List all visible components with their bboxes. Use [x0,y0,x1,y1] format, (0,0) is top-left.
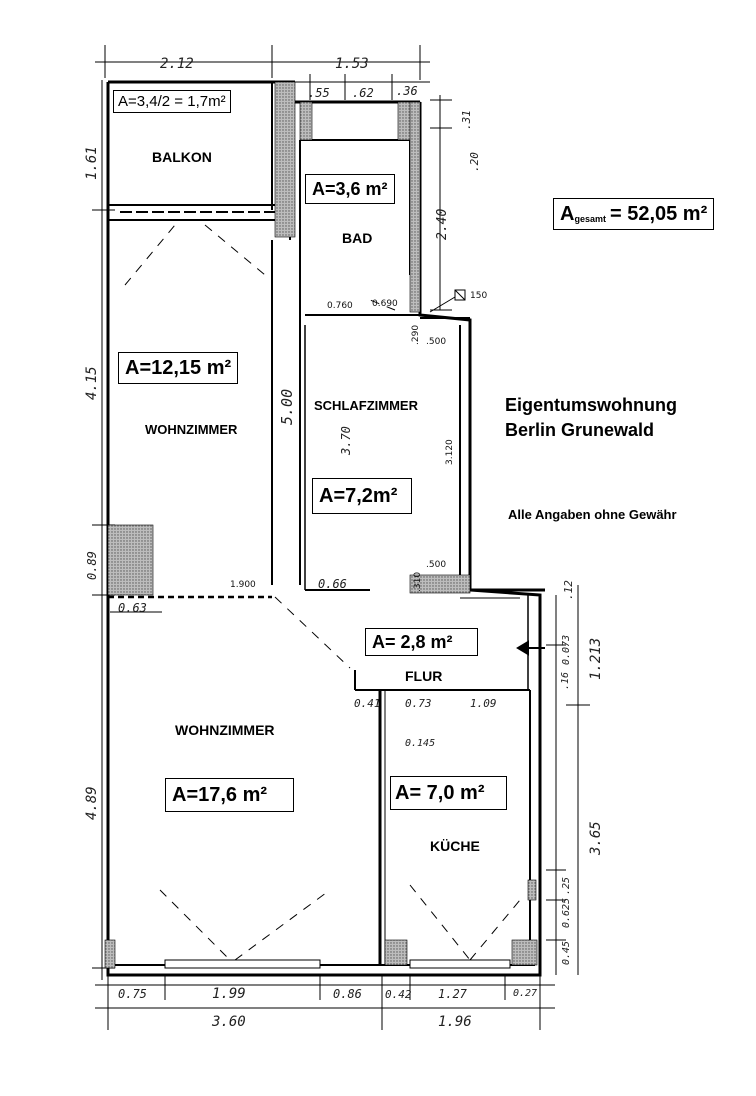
room-label-schlafzimmer: SCHLAFZIMMER [314,398,419,413]
dim-mid-066: 0.66 [318,577,347,591]
dim-bad-0760: 0.760 [327,301,353,311]
room-label-flur: FLUR [405,668,442,684]
title-line-2: Berlin Grunewald [505,420,655,440]
dim-flur-041: 0.41 [354,697,381,710]
dim-top-55: .55 [308,86,330,100]
dim-r-0625: 0.625 [561,898,572,928]
dim-s-3120: 3.120 [445,439,455,465]
area-schlafzimmer: A=7,2m² [312,478,413,514]
area-wohnzimmer-bottom: A=17,6 m² [165,778,295,812]
dim-right-150: 150 [470,291,487,301]
dim-left-489: 4.89 [84,786,100,820]
dim-bot-127: 1.27 [438,987,468,1001]
dim-left-415: 4.15 [84,366,100,400]
wall-hatching [104,81,538,969]
dim-mid-500: 5.00 [278,389,296,425]
dim-bot-199: 1.99 [212,986,246,1002]
windows [164,597,520,969]
dim-bot-196: 1.96 [438,1014,472,1030]
area-bad: A=3,6 m² [305,174,395,204]
dim-top-36: .36 [396,84,418,98]
vent-icon [429,289,466,313]
total-area-subscript: gesamt [574,214,606,224]
dim-right-240: 2.40 [435,209,450,240]
room-label-bad: BAD [342,230,372,246]
bottom-dimension-lines [95,975,555,1030]
area-balkon: A=3,4/2 = 1,7m² [113,90,231,113]
dim-right-20: .20 [468,152,481,172]
dim-left-063: 0.63 [118,601,147,615]
dim-bad-0690: 0.690 [372,299,398,309]
dim-bot-042: 0.42 [385,988,412,1001]
dim-flur-073: 0.73 [405,697,432,710]
dim-bot-360: 3.60 [211,1014,246,1030]
dim-flur-0145: 0.145 [405,738,435,749]
room-label-wohnzimmer-top: WOHNZIMMER [145,422,238,437]
dim-right-31: .31 [460,110,473,130]
disclaimer: Alle Angaben ohne Gewähr [508,507,677,522]
title-line-1: Eigentumswohnung [505,395,677,415]
total-area-value: = 52,05 m² [609,203,708,225]
room-label-wohnzimmer-bottom: WOHNZIMMER [175,722,275,738]
dim-r-073: 0.073 [561,635,572,665]
total-area-prefix: A [560,203,575,225]
dim-r-25: .25 [561,877,572,895]
total-area-box: Agesamt= 52,05 m² [553,198,715,230]
dim-top-212: 2.12 [160,56,194,72]
dim-flur-109: 1.09 [470,697,497,710]
dim-bot-086: 0.86 [333,987,362,1001]
dim-s-500b: .500 [426,560,446,570]
dim-s-500a: .500 [426,337,446,347]
dim-top-62: .62 [352,86,374,100]
dim-bot-027: 0.27 [513,988,537,999]
dim-s-290: .290 [411,325,421,345]
area-flur: A= 2,8 m² [365,628,478,656]
dim-mid-370: 3.70 [339,426,353,456]
room-label-balkon: BALKON [152,149,212,165]
top-dimension-lines [95,45,430,100]
area-kueche: A= 7,0 m² [390,776,508,810]
dim-r-16: .16 [560,672,571,690]
dim-top-153: 1.53 [335,56,369,72]
dim-mid-1900: 1.900 [230,580,256,590]
area-wohnzimmer-top: A=12,15 m² [118,352,239,384]
dim-bot-075: 0.75 [118,987,147,1001]
dim-r-365: 3.65 [588,821,604,856]
dim-left-161: 1.61 [84,146,100,180]
door-swings [124,224,521,961]
room-label-kueche: KÜCHE [430,838,480,854]
dim-s-310: .310 [413,572,423,592]
right-dimension-lines [430,95,590,975]
dim-r-12: .12 [562,580,575,600]
flur-arrow-icon [516,640,545,656]
dim-r-1213: 1.213 [588,638,604,680]
dim-r-045: 0.45 [561,941,572,965]
dim-left-089: 0.89 [85,551,99,580]
